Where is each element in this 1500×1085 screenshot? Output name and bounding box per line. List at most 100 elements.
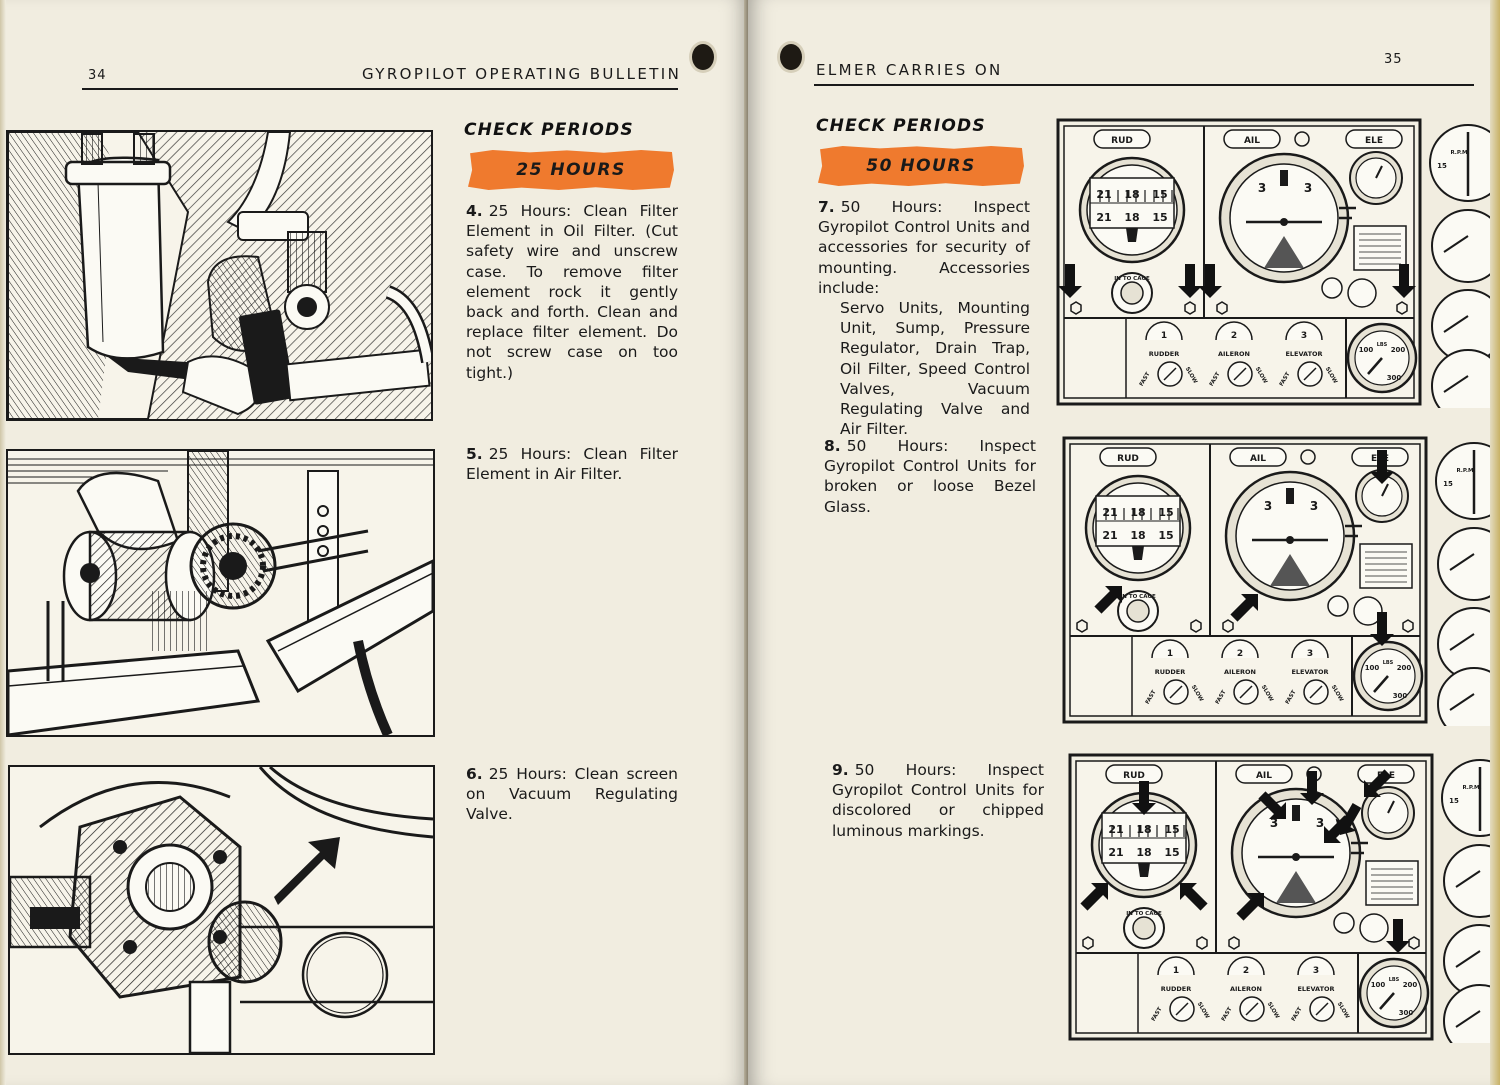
gyro-horizon-sky-pointer [1264,236,1304,268]
engine-gauge-needle [1443,375,1469,393]
heading-numeral: 15 [1164,846,1179,859]
trim-dial-number: 1 [1167,649,1173,659]
engine-gauge [1443,984,1500,1043]
arrow-mounting [1058,264,1082,298]
knob-tab-label: AIL [1244,136,1260,146]
arrow-bezel-glass [1370,450,1394,484]
engine-gauge [1437,527,1500,601]
heading-numeral: 21 [1096,188,1111,201]
vacuum-valve-illustration [8,765,435,1055]
cage-label: IN TO CAGE [1126,911,1162,917]
arrow-mounting [1392,264,1416,298]
suction-needle [1381,483,1389,497]
hex-nut [1408,936,1420,950]
pressure-gauge-numeral: 300 [1399,1009,1414,1017]
horizon-center [1286,536,1294,544]
rpm-numeral: 15 [1443,480,1453,488]
cage-label: IN TO CAGE [1114,276,1150,282]
trim-dial [1151,639,1189,659]
pressure-gauge-numeral: 300 [1387,374,1402,382]
mount-knob [1359,913,1389,943]
horizon-index [1292,805,1300,821]
trim-dial-number: 1 [1161,331,1167,341]
item-number: 9. [832,761,849,779]
hex-nut [1190,619,1202,633]
cage-knob-center [1132,916,1156,940]
trim-dial-label: ELEVATOR [1291,668,1328,676]
pressure-gauge-numeral: 200 [1403,981,1418,989]
horizon-numeral: 3 [1304,181,1312,195]
hex-nut [1402,619,1414,633]
running-head: GYROPILOT OPERATING BULLETIN [362,65,682,83]
heading-numeral: 18 [1124,188,1139,201]
item-number: 5. [466,445,483,463]
cage-knob-center [1120,281,1144,305]
item-text: 50 Hours: Inspect Gyropilot Control Unit… [824,437,1036,516]
heading-numeral: 15 [1152,211,1167,224]
gyro-horizon-sky-pointer [1276,871,1316,903]
heading-numeral: 18 [1130,506,1145,519]
item-number: 7. [818,198,835,216]
running-head: ELMER CARRIES ON [816,61,1003,79]
data-plate [1365,860,1419,906]
horizon-center [1280,218,1288,226]
page-edge [0,0,6,1085]
engine-gauge [1443,844,1500,918]
heading-numeral: 15 [1152,188,1167,201]
item-8: 8.50 Hours: Inspect Gyropilot Control Un… [824,436,1036,517]
arrow-bezel-glass [1230,594,1258,622]
trim-dial-label: AILERON [1218,350,1250,358]
engine-gauge-needle [1455,870,1481,888]
heading-numeral: 18 [1136,823,1151,836]
trim-dial-number: 2 [1243,966,1249,976]
pressure-needle [1367,357,1383,375]
engine-gauge [1431,349,1500,408]
horizon-index [1286,488,1294,504]
trim-dial [1285,321,1323,341]
trim-dial-label: AILERON [1224,668,1256,676]
hex-nut [1396,301,1408,315]
rpm-label: R.P.M. [1450,150,1469,156]
arrow-bezel-glass [1370,612,1394,646]
mount-knob [1327,595,1349,617]
engine-gauge-needle [1449,553,1475,571]
speed-control-pointer [1239,685,1253,699]
trim-dial-number: 2 [1237,649,1243,659]
trim-dial-label: ELEVATOR [1285,350,1322,358]
speed-control-pointer [1309,685,1323,699]
item-6: 6.25 Hours: Clean screen on Vacuum Regul… [466,764,678,825]
adjust-knob [1300,449,1316,465]
rpm-numeral: 15 [1437,162,1447,170]
arrow-luminous-marking [1132,781,1156,815]
engine-gauge-needle [1443,235,1469,253]
knob-tab-label: AIL [1256,771,1272,781]
rpm-gauge [1429,124,1500,202]
engine-gauge-needle [1449,633,1475,651]
pressure-gauge-unit: LBS [1389,977,1400,983]
hours-banner: 50 HOURS [818,146,1024,186]
knob-tab [1235,764,1293,784]
section-heading: CHECK PERIODS [816,116,986,136]
heading-pointer [1132,546,1144,560]
knob-tab [1345,129,1403,149]
arrow-luminous-marking [1080,883,1108,911]
hex-nut [1216,301,1228,315]
binding-hole [692,44,714,70]
speed-control-pointer [1163,367,1177,381]
horizon-numeral: 3 [1264,499,1272,513]
item-text: 25 Hours: Clean screen on Vacuum Regulat… [466,765,678,824]
item-5: 5.25 Hours: Clean Filter Element in Air … [466,444,678,484]
hex-nut [1184,301,1196,315]
knob-tab-label: RUD [1123,771,1145,781]
horizon-numeral: 3 [1316,816,1324,830]
heading-numeral: 18 [1130,529,1145,542]
knob-tab-label: ELE [1365,136,1383,146]
cage-label: IN TO CAGE [1120,594,1156,600]
heading-pointer [1138,863,1150,877]
heading-numeral: 21 [1102,506,1117,519]
trim-dial-number: 3 [1301,331,1307,341]
page-number: 34 [88,68,107,83]
knob-tab-label: AIL [1250,454,1266,464]
